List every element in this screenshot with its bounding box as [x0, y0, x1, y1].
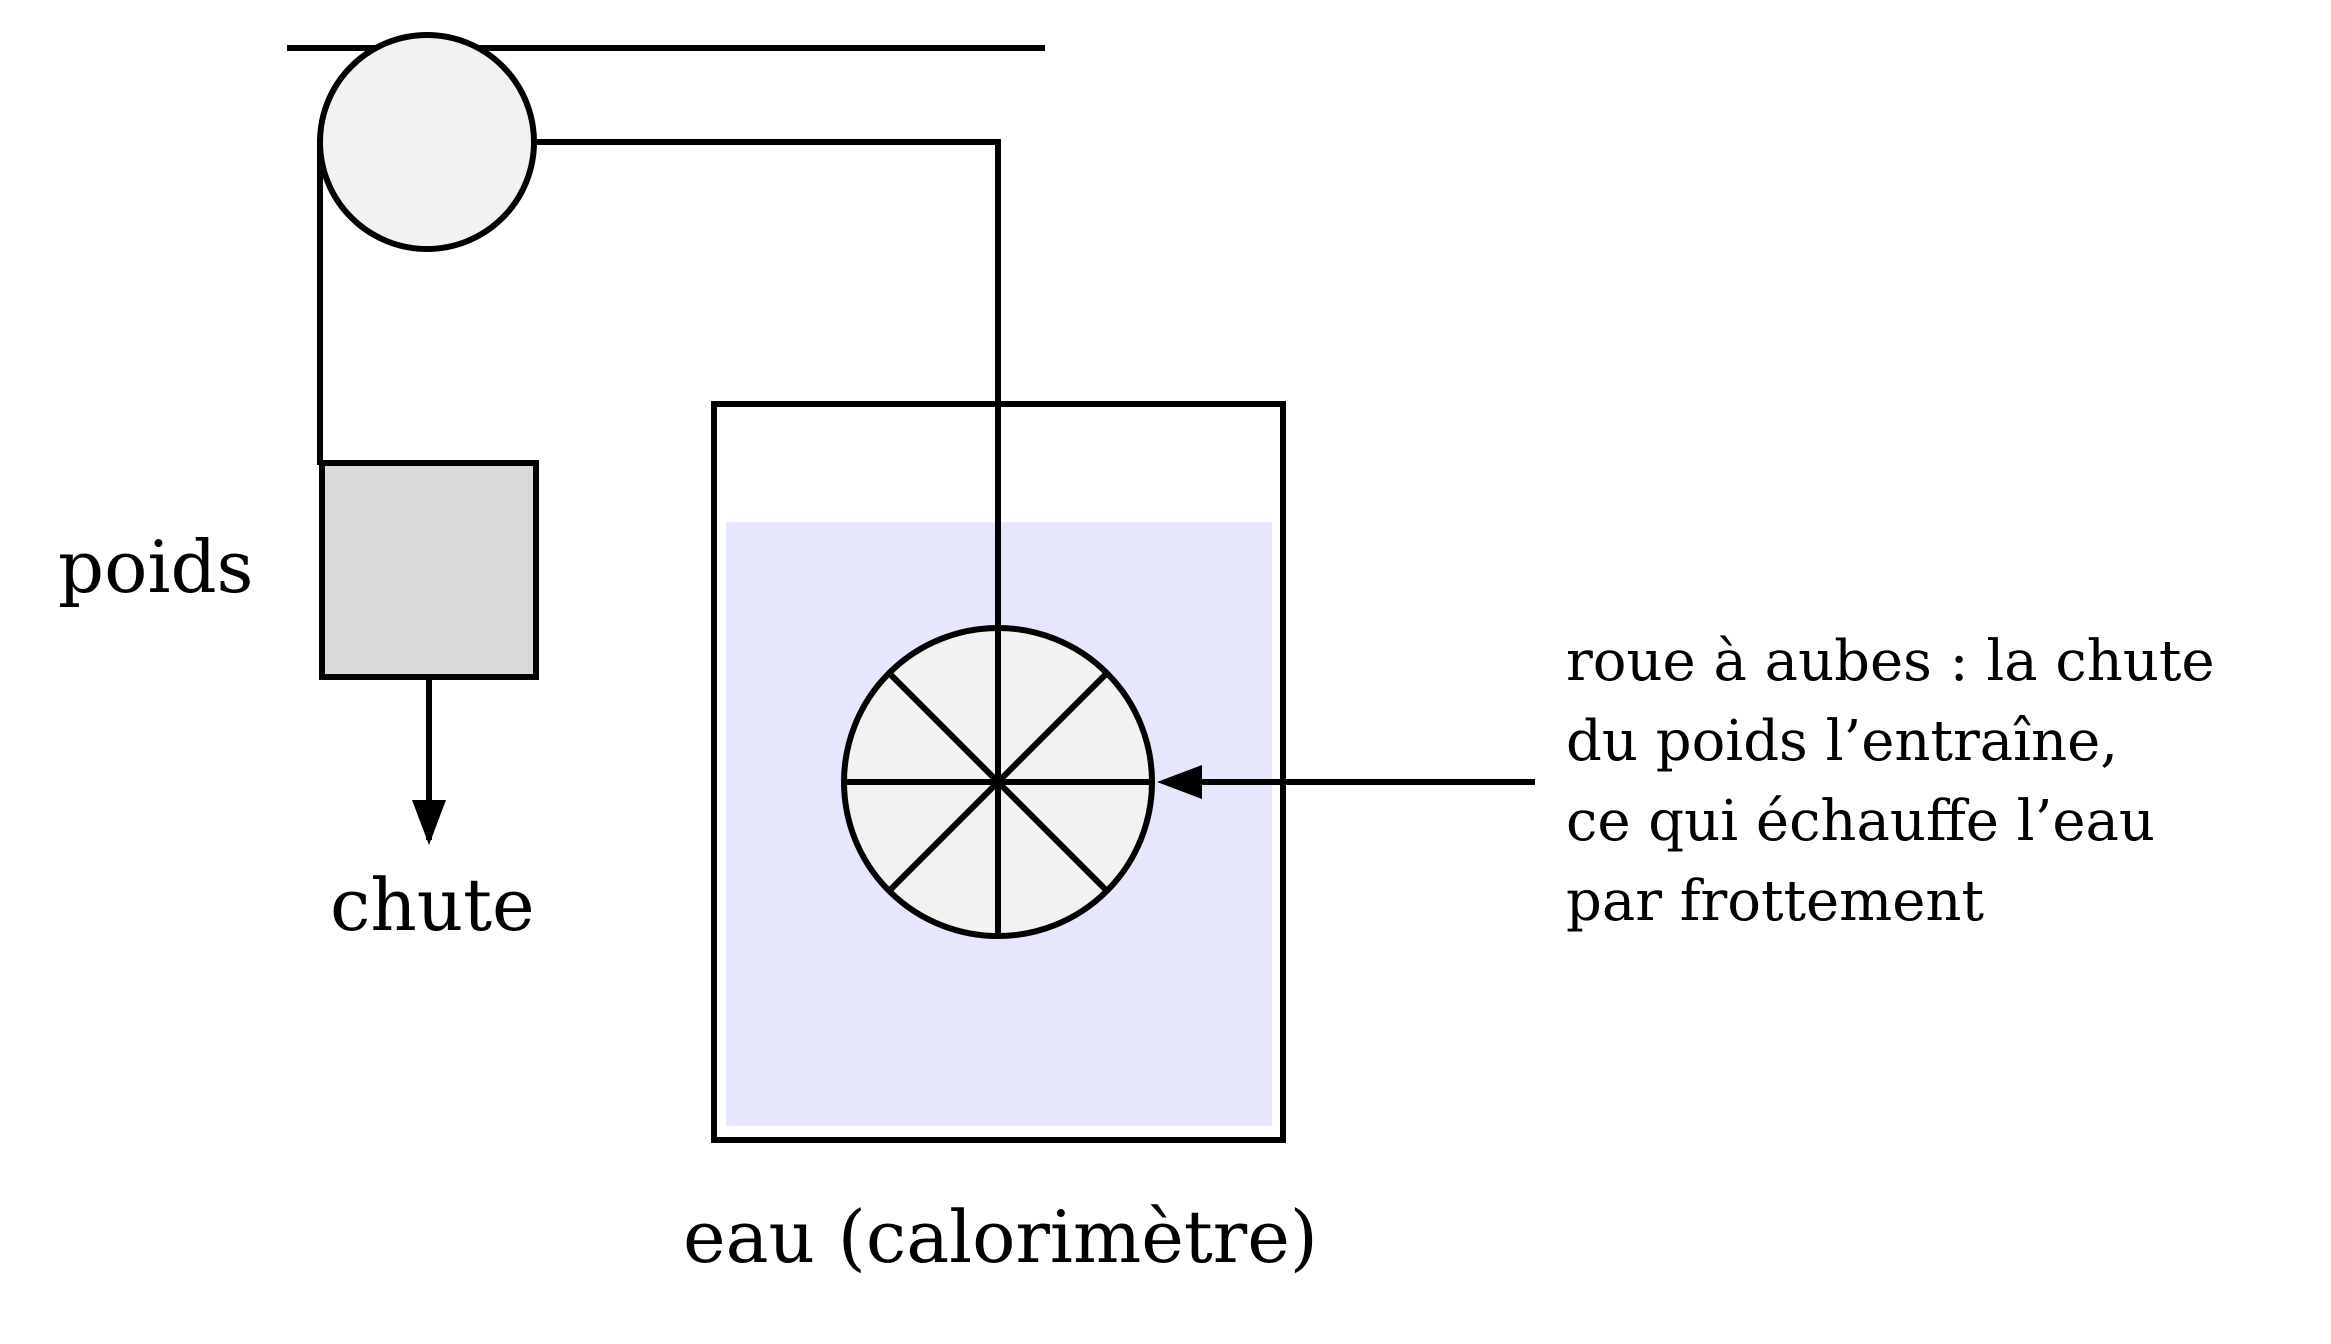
note-line-2: du poids l’entraîne, — [1566, 709, 2118, 774]
label-water: eau (calorimètre) — [683, 1195, 1318, 1279]
weight-block — [319, 460, 539, 680]
label-fall: chute — [330, 863, 535, 947]
pointer-arrowhead — [1157, 765, 1202, 799]
pulley — [317, 32, 537, 252]
fall-arrowhead — [412, 800, 446, 845]
paddle-wheel — [841, 625, 1155, 939]
note-line-3: ce qui échauffe l’eau — [1566, 789, 2155, 854]
note-line-1: roue à aubes : la chute — [1566, 629, 2215, 694]
label-weight: poids — [58, 525, 254, 609]
note-line-4: par frottement — [1566, 869, 1984, 934]
